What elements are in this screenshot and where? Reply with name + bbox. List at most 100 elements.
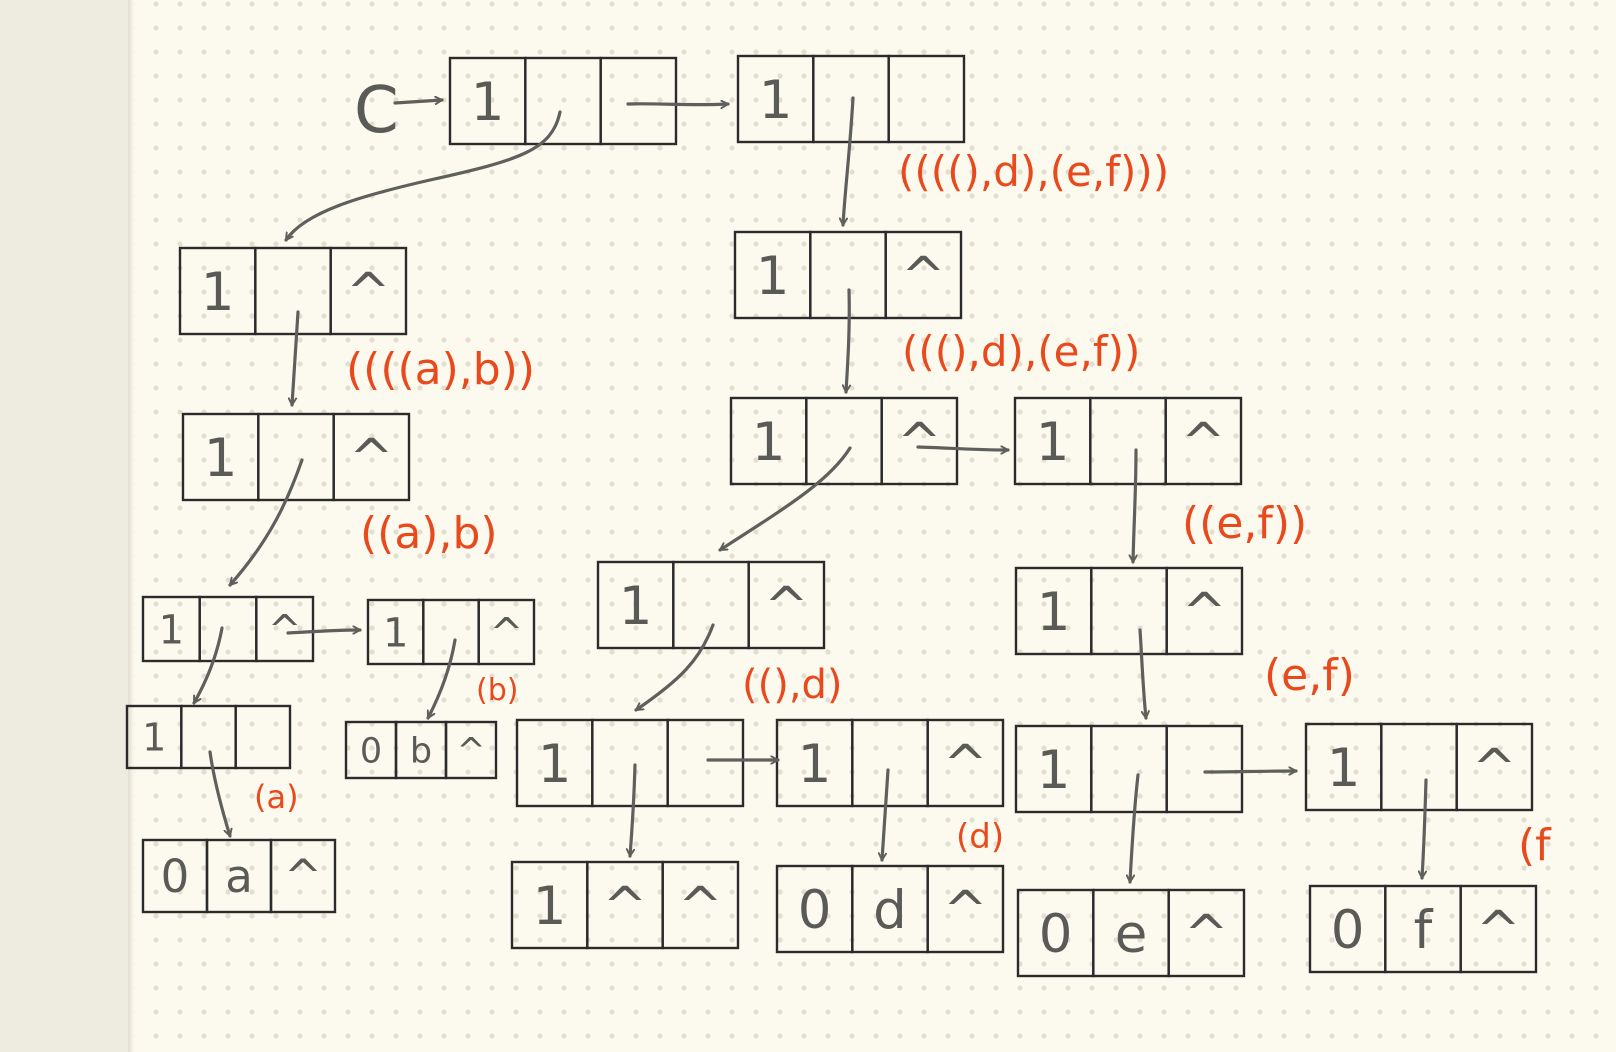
edge-n7b-n10 xyxy=(208,750,230,838)
node-cell-value: 1 xyxy=(1037,740,1071,801)
null-pointer-symbol: ^ xyxy=(1472,738,1516,799)
null-pointer-symbol: ^ xyxy=(901,246,945,307)
node-cell-value: 0 xyxy=(798,880,832,941)
list-node: 1 xyxy=(448,56,678,146)
node-cell-value: 1 xyxy=(1036,412,1070,473)
list-node: 1^^ xyxy=(510,860,740,950)
list-node: 1 xyxy=(515,718,745,808)
node-cell-value: 1 xyxy=(759,70,793,131)
node-cell-value: 0 xyxy=(161,850,190,903)
node-cell xyxy=(926,864,1005,954)
list-node: 1 xyxy=(1014,724,1244,814)
node-cell xyxy=(1167,888,1246,978)
node-cell-value: b xyxy=(410,732,432,772)
node-cell-value: f xyxy=(1414,900,1434,961)
node-cell xyxy=(887,54,966,144)
edge-n14-n20 xyxy=(882,768,890,862)
node-cell xyxy=(444,720,498,780)
edge-n1-n5 xyxy=(626,104,730,105)
node-cell-value: 1 xyxy=(756,246,790,307)
node-cell-value: 1 xyxy=(142,716,166,760)
node-cell xyxy=(880,396,959,486)
node-cell xyxy=(1455,722,1534,812)
annotation-list: (a) xyxy=(254,778,299,816)
list-node: 1^ xyxy=(141,595,315,663)
list-node: 1^ xyxy=(775,718,1005,808)
node-cell-value: 1 xyxy=(752,412,786,473)
node-cell-value: 1 xyxy=(204,428,238,489)
edge-n1-n2 xyxy=(284,110,562,242)
null-pointer-symbol: ^ xyxy=(1476,900,1520,961)
null-pointer-symbol: ^ xyxy=(456,732,485,772)
null-pointer-symbol: ^ xyxy=(349,428,393,489)
page-edge xyxy=(128,0,134,1052)
node-cell xyxy=(591,718,669,808)
annotation-list: (d) xyxy=(956,817,1004,857)
null-pointer-symbol: ^ xyxy=(943,734,987,795)
node-cell xyxy=(1165,566,1244,656)
node-cell xyxy=(524,56,602,146)
node-cell-value: e xyxy=(1115,904,1148,965)
edge-n4-n6b xyxy=(286,630,362,635)
null-pointer-symbol: ^ xyxy=(1182,582,1226,643)
node-cell xyxy=(747,560,826,650)
edge-n3-n4 xyxy=(228,458,304,587)
node-cell xyxy=(1165,724,1244,814)
edge-n11-n12 xyxy=(634,623,715,712)
null-pointer-symbol: ^ xyxy=(897,412,941,473)
annotation-list: ((a),b) xyxy=(360,508,498,559)
node-cell xyxy=(851,718,929,808)
edge-n12-n19 xyxy=(630,763,637,858)
node-cell-value: 0 xyxy=(1331,900,1365,961)
pointer-edges xyxy=(192,96,1428,884)
node-cell xyxy=(666,718,745,808)
node-cell-value: 1 xyxy=(1037,582,1071,643)
node-cell xyxy=(884,230,963,320)
edge-n13-n15 xyxy=(1138,628,1146,720)
node-cell-value: d xyxy=(873,880,907,941)
node-cell xyxy=(234,704,292,770)
edge-n6b-n9 xyxy=(426,638,457,720)
node-cell xyxy=(254,246,332,336)
node-cell xyxy=(198,595,258,663)
null-pointer-symbol: ^ xyxy=(943,880,987,941)
edge-n4-n7b xyxy=(192,626,224,705)
node-cell xyxy=(1164,396,1243,486)
list-node: 1^ xyxy=(1013,396,1243,486)
null-pointer-symbol: ^ xyxy=(603,876,647,937)
node-cell xyxy=(1459,884,1538,974)
node-cell xyxy=(1090,566,1168,656)
null-pointer-symbol: ^ xyxy=(490,610,524,656)
list-node: 1 xyxy=(125,704,292,770)
node-cell xyxy=(329,246,408,336)
annotation-list: (e,f) xyxy=(1264,650,1355,701)
node-cell xyxy=(257,412,335,502)
head-pointer-arrow xyxy=(393,100,444,103)
node-cell xyxy=(255,595,315,663)
list-node: 1^ xyxy=(733,230,963,320)
list-node: 1^ xyxy=(1304,722,1534,812)
node-cell-value: 1 xyxy=(201,262,235,323)
annotation-list: (((),d),(e,f)) xyxy=(902,327,1140,376)
node-cell-value: 1 xyxy=(619,576,653,637)
list-node: 1 xyxy=(736,54,966,144)
node-cell-value: 1 xyxy=(383,610,408,656)
annotation-list: ((((a),b)) xyxy=(346,344,535,395)
null-pointer-symbol: ^ xyxy=(268,607,302,653)
edge-n6-n7 xyxy=(846,288,849,394)
node-cell-value: 1 xyxy=(1327,738,1361,799)
annotations: ((((),d),(e,f))) ((((a),b)) ((a),b) ((()… xyxy=(254,147,1552,871)
edge-n15-n16 xyxy=(1203,771,1298,772)
edge-n8-n13 xyxy=(1133,448,1136,564)
null-pointer-symbol: ^ xyxy=(1181,412,1225,473)
node-cell xyxy=(661,860,740,950)
list-node: 1^ xyxy=(178,246,408,336)
node-cell xyxy=(1089,396,1167,486)
edge-n5-n6 xyxy=(843,96,855,227)
